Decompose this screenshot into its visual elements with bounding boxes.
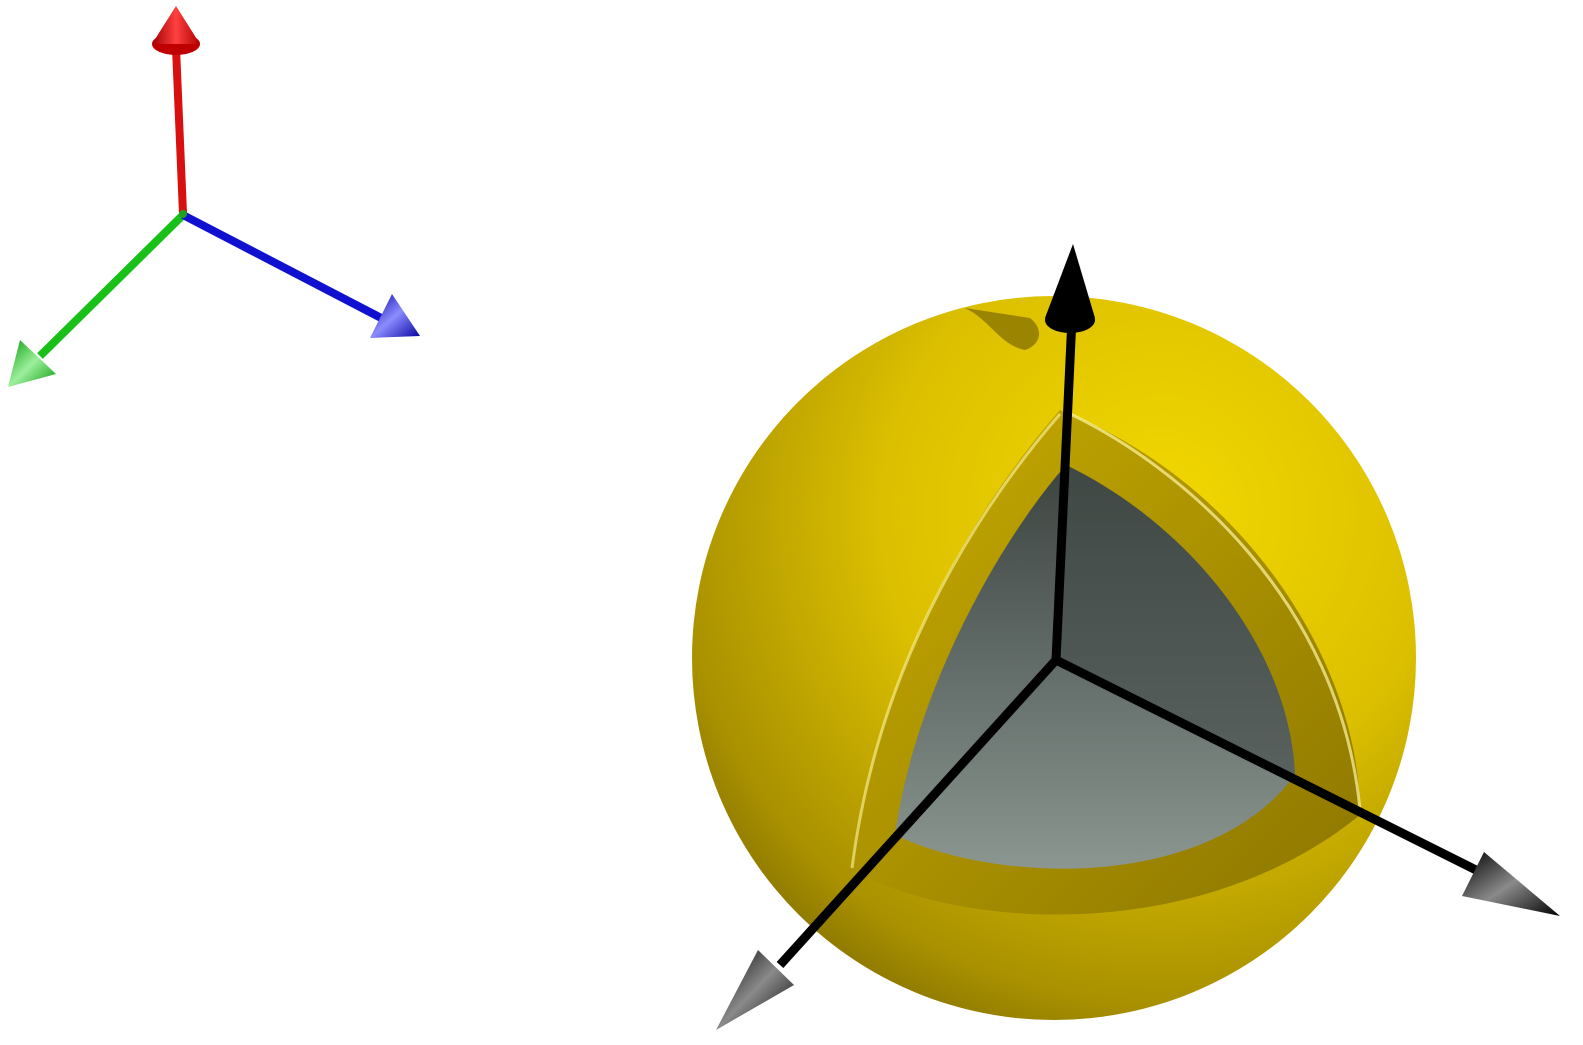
cutaway-interior-right bbox=[1056, 465, 1295, 775]
blue-axis-shaft bbox=[181, 211, 387, 324]
top-groove-shadow bbox=[965, 308, 1040, 350]
red-axis-cone bbox=[152, 6, 200, 44]
right-axis-cone bbox=[1462, 852, 1560, 916]
rim-highlight-left bbox=[850, 413, 1062, 869]
left-axis-cone bbox=[716, 950, 794, 1030]
left-axis-shaft bbox=[776, 656, 1060, 969]
orientation-triad bbox=[8, 6, 420, 387]
red-axis-shaft bbox=[172, 47, 187, 214]
green-axis-shaft bbox=[37, 212, 186, 359]
vertical-axis-shaft bbox=[1051, 317, 1077, 661]
blue-axis-cone bbox=[370, 294, 420, 338]
triad-origin bbox=[179, 210, 187, 218]
green-axis-cone bbox=[8, 340, 56, 387]
main-axes bbox=[716, 244, 1560, 1030]
rim-highlight bbox=[1065, 410, 1362, 811]
right-axis-shaft bbox=[1053, 655, 1483, 877]
vertical-axis-cone bbox=[1045, 244, 1095, 318]
